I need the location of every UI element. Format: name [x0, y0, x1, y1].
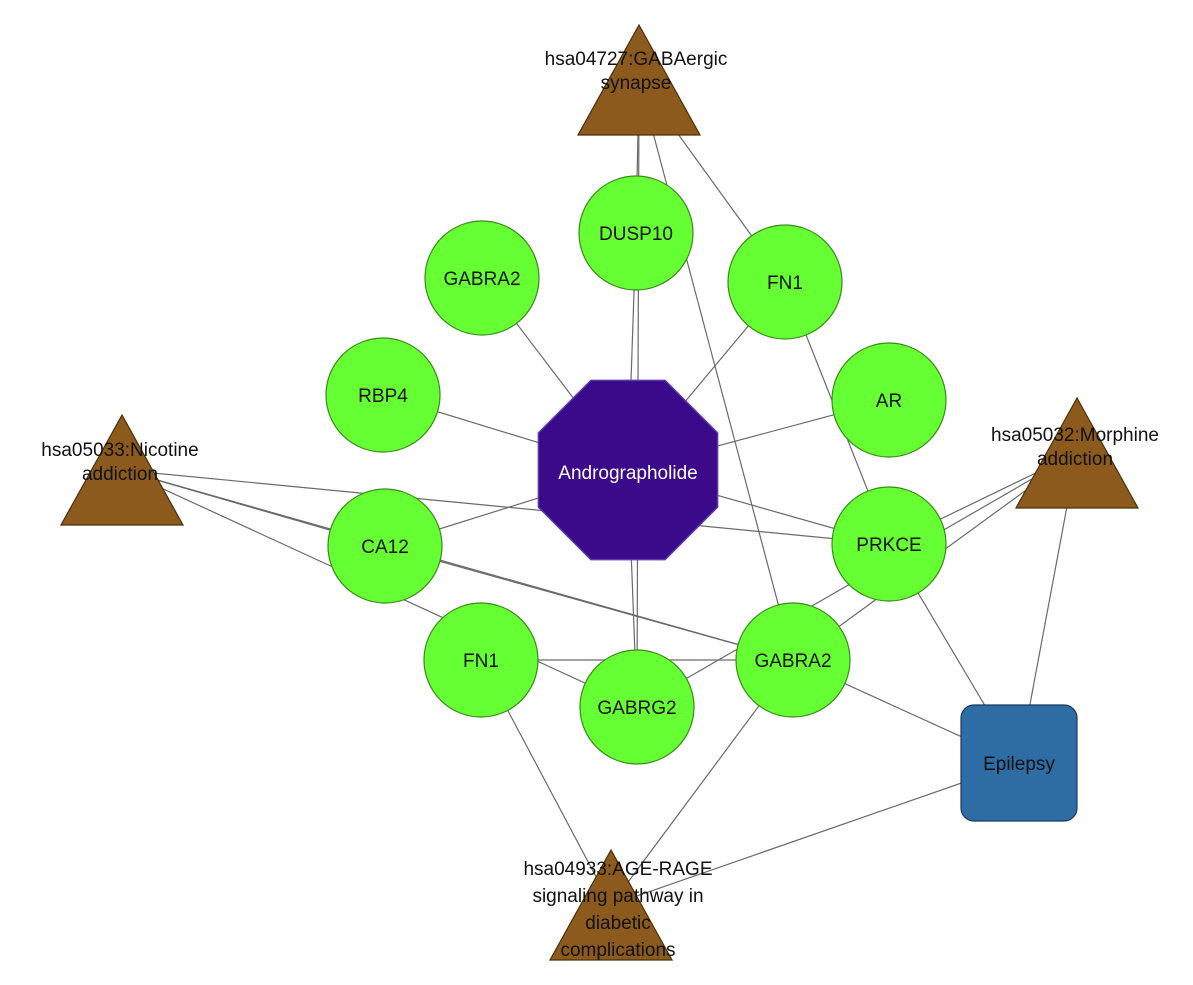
gene-node-gabra2b[interactable]: GABRA2	[735, 602, 851, 718]
gene-node-fn1a[interactable]: FN1	[727, 224, 843, 340]
gene-circle	[325, 337, 441, 453]
gene-circle	[327, 488, 443, 604]
pathway-node-gaba[interactable]	[576, 23, 702, 136]
gene-node-gabra2a[interactable]: GABRA2	[424, 220, 540, 336]
pathway-node-agerage[interactable]	[548, 848, 674, 961]
pathway-node-morphine[interactable]	[1014, 396, 1140, 509]
pathway-label-line: signaling pathway in	[532, 886, 703, 907]
gene-label: GABRA2	[754, 651, 831, 672]
gene-label: DUSP10	[599, 224, 673, 245]
pathway-label-line: hsa05032:Morphine	[991, 425, 1159, 446]
pathway-label-line: diabetic	[585, 913, 651, 934]
compound-label: Andrographolide	[558, 463, 697, 484]
pathway-label-line: complications	[560, 940, 675, 961]
pathway-node-nicotine[interactable]	[59, 413, 185, 526]
disease-square	[960, 704, 1078, 822]
edge-ca12-gabra2b	[384, 545, 794, 661]
disease-label: Epilepsy	[983, 754, 1055, 775]
edge-nicotine-prkce	[121, 469, 890, 545]
pathway-label-line: synapse	[601, 73, 672, 94]
gene-label: AR	[876, 391, 902, 412]
edge-gaba-gabra2b	[638, 79, 794, 661]
gene-circle	[424, 220, 540, 336]
gene-circle	[578, 175, 694, 291]
gene-node-gabrg2[interactable]: GABRG2	[579, 649, 695, 765]
gene-circle	[735, 602, 851, 718]
disease-node-epilepsy[interactable]: Epilepsy	[960, 704, 1078, 822]
gene-node-dusp10[interactable]: DUSP10	[578, 175, 694, 291]
gene-label: FN1	[463, 651, 499, 672]
pathway-triangle	[576, 23, 702, 136]
gene-circle	[831, 486, 947, 602]
edge-agerage-epilepsy	[610, 762, 1020, 906]
gene-circle	[579, 649, 695, 765]
gene-node-prkce[interactable]: PRKCE	[831, 486, 947, 602]
gene-node-fn1b[interactable]: FN1	[423, 602, 539, 718]
gene-circle	[727, 224, 843, 340]
gene-node-ca12[interactable]: CA12	[327, 488, 443, 604]
pathway-label-line: hsa04933:AGE-RAGE	[523, 859, 712, 880]
gene-circle	[423, 602, 539, 718]
pathway-triangle	[548, 848, 674, 961]
gene-circle	[831, 342, 947, 458]
compound-node-andrographolide[interactable]: Andrographolide	[537, 379, 719, 561]
gene-node-ar[interactable]: AR	[831, 342, 947, 458]
gene-label: PRKCE	[856, 535, 921, 556]
gene-label: GABRG2	[597, 698, 676, 719]
pathway-label-line: addiction	[82, 464, 158, 485]
gene-node-rbp4[interactable]: RBP4	[325, 337, 441, 453]
gene-label: CA12	[361, 537, 409, 558]
compound-octagon	[537, 379, 719, 561]
pathway-label-line: hsa04727:GABAergic	[545, 49, 728, 70]
pathway-label-line: hsa05033:Nicotine	[41, 440, 198, 461]
gene-label: GABRA2	[443, 269, 520, 290]
pathway-label-line: addiction	[1037, 449, 1113, 470]
pathway-triangle	[59, 413, 185, 526]
gene-label: RBP4	[358, 386, 408, 407]
pathway-triangle	[1014, 396, 1140, 509]
gene-label: FN1	[767, 273, 803, 294]
